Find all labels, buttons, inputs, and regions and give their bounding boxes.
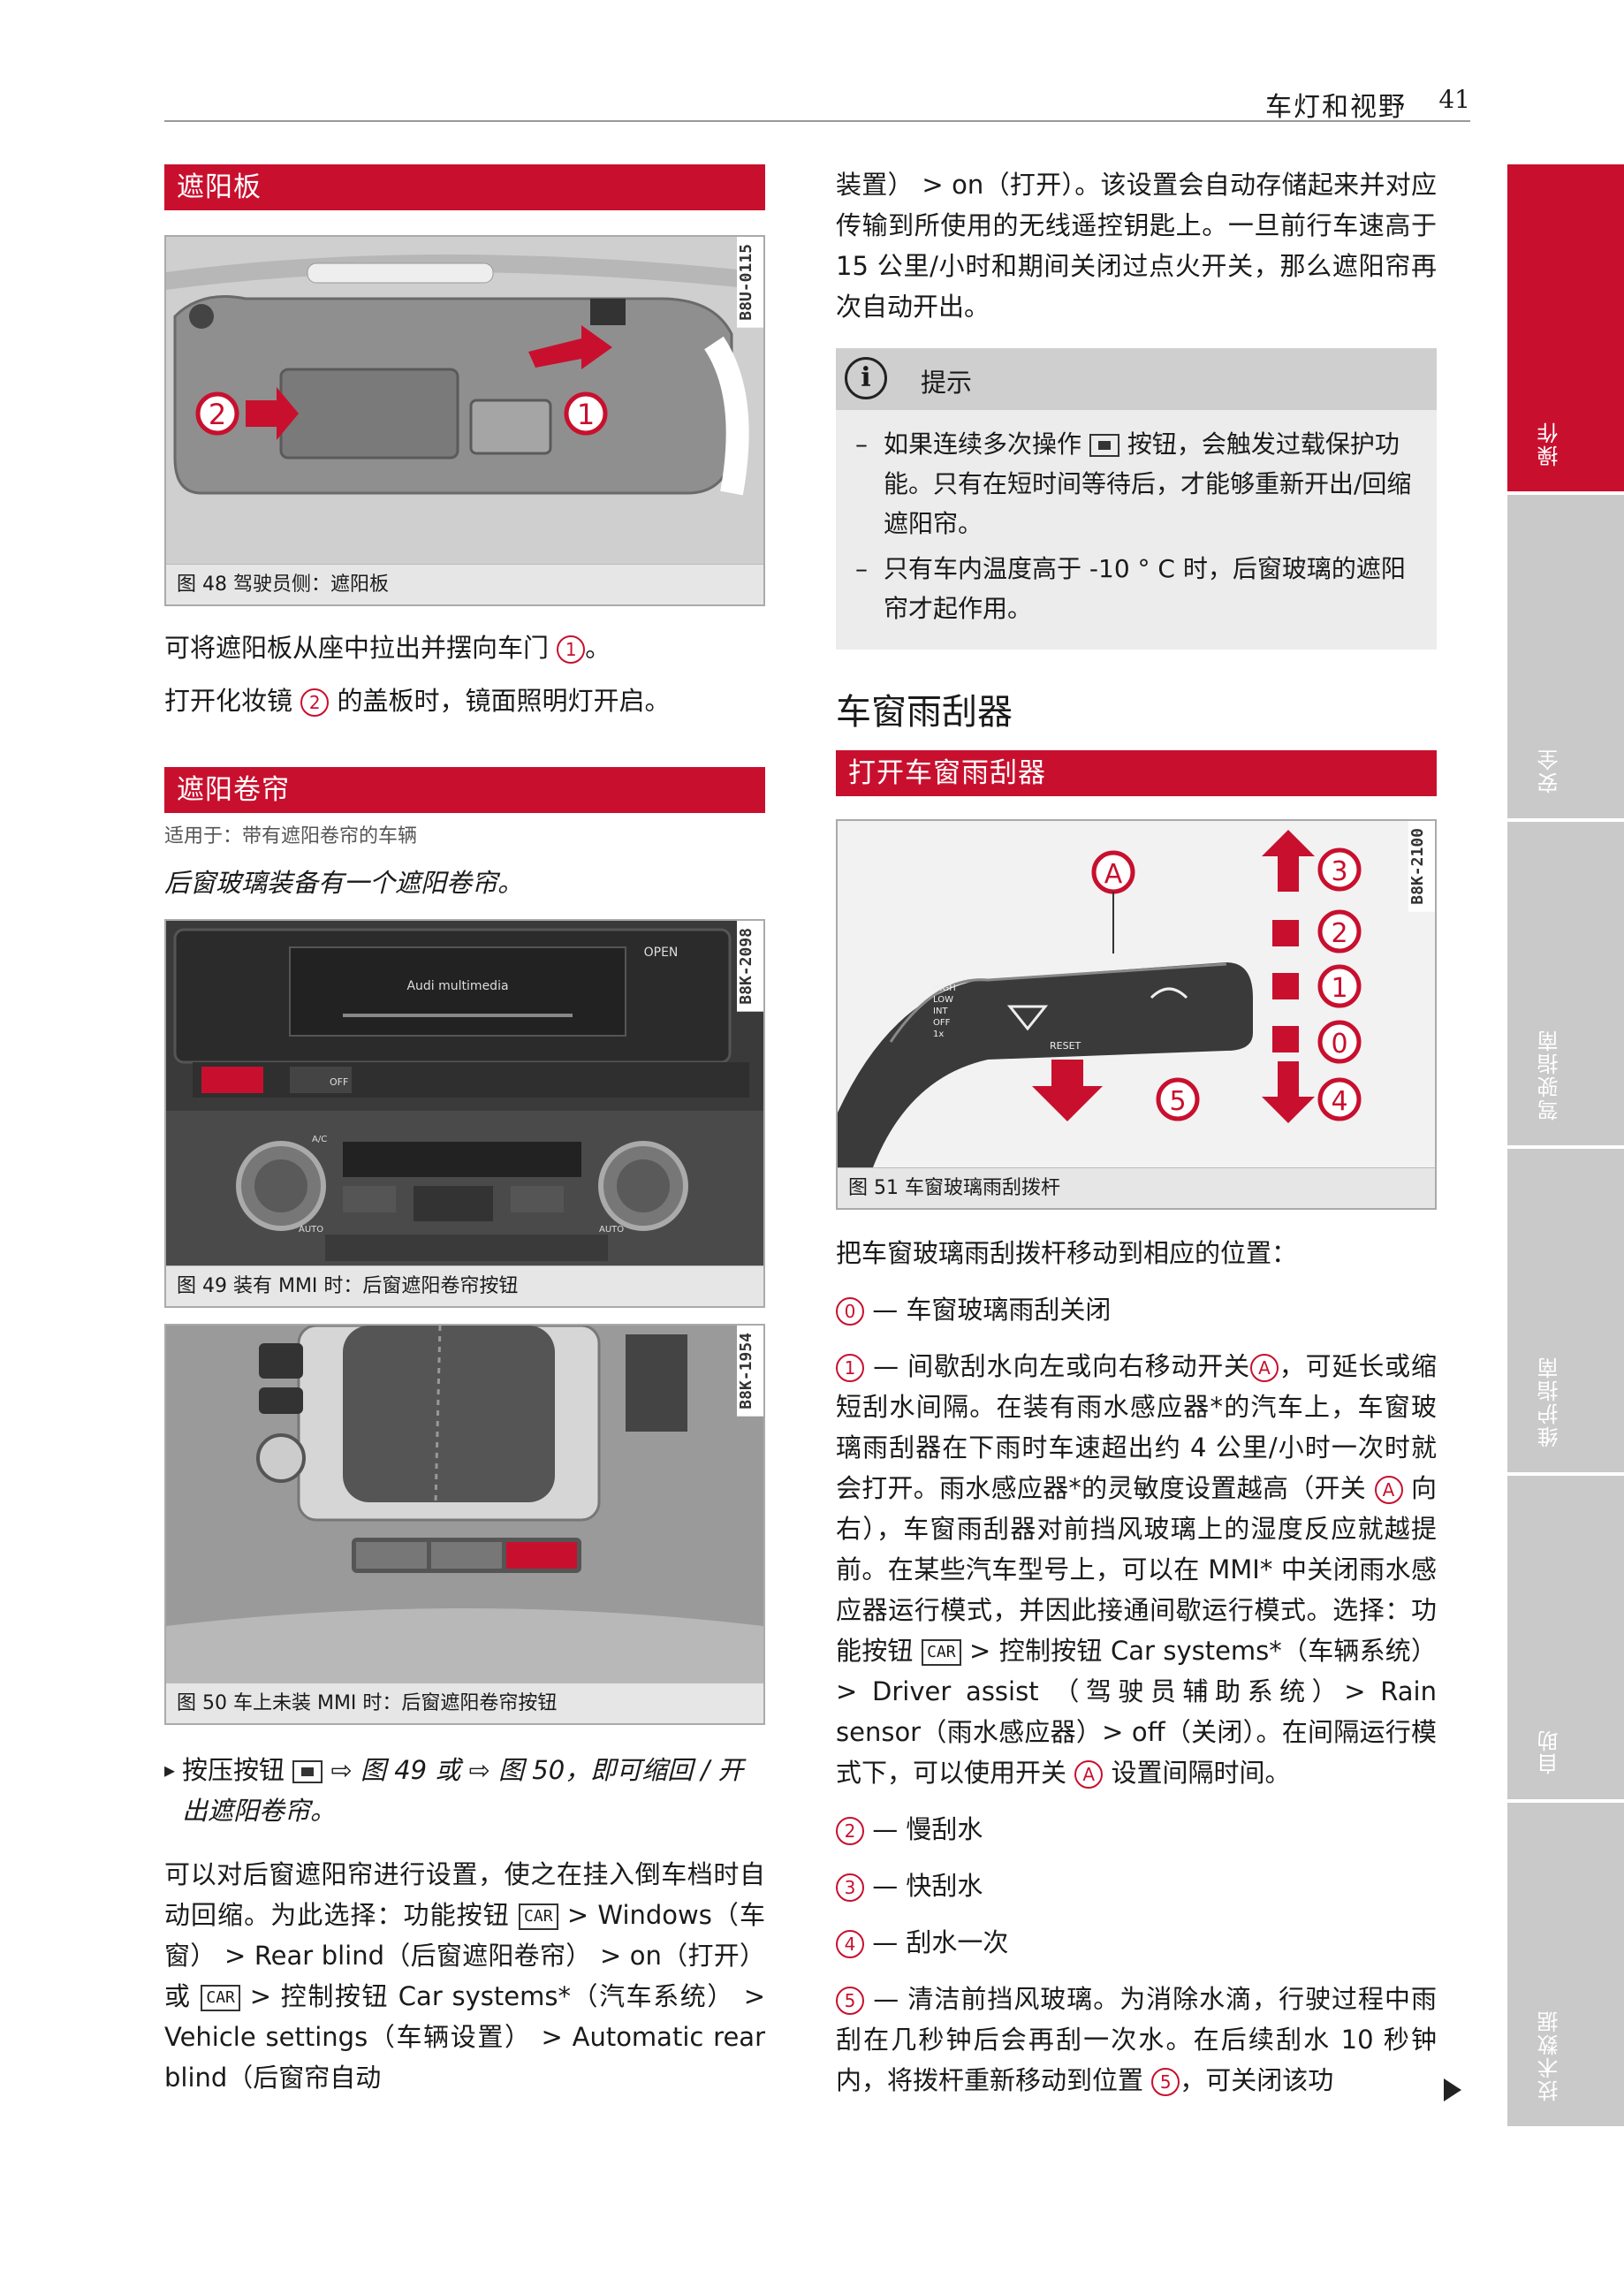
figure-48: 2 1 B8U-0115 图 48 驾驶员侧：遮阳板	[164, 235, 765, 606]
tab-technical-data[interactable]: 技术数据	[1507, 1803, 1624, 2126]
sun-visor-drawing: 2 1	[166, 237, 763, 564]
lead-text: 后窗玻璃装备有一个遮阳卷帘。	[164, 868, 524, 898]
circle-number: 2	[836, 1817, 864, 1845]
section-title-wiper: 车窗雨刮器	[836, 692, 1013, 733]
tab-self-help[interactable]: 自助	[1507, 1476, 1624, 1799]
sun-visor-text-1: 可将遮阳板从座中拉出并摆向车门 1。	[164, 633, 611, 664]
running-header: 车灯和视野 41	[164, 85, 1470, 123]
callout-3: 3	[1331, 856, 1347, 887]
wiper-item-0: 0 — 车窗玻璃雨刮关闭	[836, 1289, 1437, 1330]
circle-number: 2	[300, 688, 330, 717]
center-console-illustration: B8K-1954	[166, 1326, 763, 1683]
callout-0: 0	[1331, 1029, 1347, 1060]
circle-number: 5	[1151, 2068, 1180, 2096]
wiper-lever-drawing: HIGH LOW INT OFF 1x RESET A 3	[838, 821, 1435, 1167]
mmi-console-drawing: Audi multimedia OPEN OFF AUTO AUTO A/C	[166, 921, 763, 1265]
note-header: i 提示	[836, 348, 1437, 410]
label-open: OPEN	[644, 946, 679, 960]
applies-to: 适用于：带有遮阳卷帘的车辆	[164, 825, 418, 847]
label-int: INT	[933, 1007, 948, 1016]
step-press-button: ▸ 按压按钮 ⇨ 图 49 或 ⇨ 图 50，即可缩回 / 开出遮阳卷帘。	[164, 1750, 765, 1831]
label-off: OFF	[330, 1076, 348, 1088]
figure-50: B8K-1954 图 50 车上未装 MMI 时：后窗遮阳卷帘按钮	[164, 1324, 765, 1725]
callout-a: A	[1104, 859, 1123, 890]
wiper-item-4: 4 — 刮水一次	[836, 1922, 1437, 1963]
car-button-icon: CAR	[519, 1903, 558, 1930]
circle-number: 0	[836, 1297, 864, 1326]
figure-51: HIGH LOW INT OFF 1x RESET A 3	[836, 819, 1437, 1210]
section-heading-sun-blind: 遮阳卷帘	[164, 767, 765, 813]
info-icon: i	[845, 357, 887, 399]
sun-visor-text-2: 打开化妆镜 2 的盖板时，镜面照明灯开启。	[164, 686, 671, 717]
continue-arrow-icon	[1444, 2078, 1461, 2101]
page-number: 41	[1438, 85, 1470, 114]
sun-blind-settings-text: 可以对后窗遮阳帘进行设置，使之在挂入倒车档时自动回缩。为此选择：功能按钮 CAR…	[164, 1859, 766, 2093]
section-heading-wiper: 打开车窗雨刮器	[836, 750, 1437, 796]
label-auto-right: AUTO	[599, 1225, 624, 1235]
car-button-icon: CAR	[201, 1985, 240, 2011]
circle-number: 3	[836, 1873, 864, 1902]
label-off: OFF	[933, 1018, 951, 1028]
circle-letter: A	[1249, 1354, 1279, 1382]
tab-maintenance-guide[interactable]: 维护指南	[1507, 1149, 1624, 1472]
figure-code: B8K-2100	[1408, 821, 1435, 912]
tab-operation[interactable]: 操作	[1507, 164, 1624, 491]
step-arrow-icon: ▸	[164, 1758, 176, 1782]
callout-1: 1	[577, 398, 595, 431]
callout-1: 1	[1331, 973, 1347, 1004]
chapter-title: 车灯和视野	[1265, 92, 1407, 123]
callout-2: 2	[1331, 918, 1347, 949]
figure-caption: 图 51 车窗玻璃雨刮拨杆	[838, 1167, 1435, 1208]
center-console-drawing	[166, 1326, 763, 1683]
label-reset: RESET	[1050, 1040, 1081, 1052]
sun-blind-button-icon	[292, 1760, 323, 1783]
sun-blind-button-icon	[1089, 434, 1119, 457]
section-heading-sun-visor: 遮阳板	[164, 164, 765, 210]
callout-5: 5	[1169, 1086, 1186, 1117]
mmi-console-illustration: Audi multimedia OPEN OFF AUTO AUTO A/C	[166, 921, 763, 1265]
circle-letter: A	[1074, 1760, 1104, 1789]
circle-number: 5	[836, 1987, 864, 2015]
label-auto-left: AUTO	[299, 1225, 323, 1235]
tab-safety[interactable]: 安全	[1507, 495, 1624, 818]
circle-number: 4	[836, 1930, 864, 1958]
figure-caption: 图 48 驾驶员侧：遮阳板	[166, 564, 763, 604]
note-item: 只有车内温度高于 -10 ° C 时，后窗玻璃的遮阳帘才起作用。	[852, 549, 1421, 628]
callout-2: 2	[209, 398, 226, 431]
label-1x: 1x	[933, 1030, 944, 1039]
label-ac: A/C	[312, 1135, 327, 1144]
callout-4: 4	[1331, 1086, 1347, 1117]
note-list: 如果连续多次操作 按钮，会触发过载保护功能。只有在短时间等待后，才能够重新开出/…	[836, 410, 1437, 650]
car-button-icon: CAR	[922, 1639, 961, 1666]
figure-caption: 图 49 装有 MMI 时：后窗遮阳卷帘按钮	[166, 1265, 763, 1306]
figure-49: Audi multimedia OPEN OFF AUTO AUTO A/C	[164, 919, 765, 1308]
figure-code: B8U-0115	[737, 237, 763, 328]
tab-driving-guide[interactable]: 驾驶指南	[1507, 822, 1624, 1145]
label-high: HIGH	[933, 984, 956, 993]
figure-code: B8K-2098	[737, 921, 763, 1012]
sun-visor-illustration: 2 1 B8U-0115	[166, 237, 763, 564]
wiper-item-2: 2 — 慢刮水	[836, 1809, 1437, 1850]
circle-number: 1	[557, 635, 586, 664]
note-box: i 提示 如果连续多次操作 按钮，会触发过载保护功能。只有在短时间等待后，才能够…	[836, 348, 1437, 650]
note-label: 提示	[921, 368, 973, 398]
wiper-item-3: 3 — 快刮水	[836, 1865, 1437, 1906]
wiper-intro: 把车窗玻璃雨刮拨杆移动到相应的位置：	[836, 1238, 1298, 1268]
figure-code: B8K-1954	[737, 1326, 763, 1417]
circle-number: 1	[836, 1354, 864, 1382]
note-item: 如果连续多次操作 按钮，会触发过载保护功能。只有在短时间等待后，才能够重新开出/…	[852, 424, 1421, 543]
figure-caption: 图 50 车上未装 MMI 时：后窗遮阳卷帘按钮	[166, 1683, 763, 1723]
left-column: 遮阳板 2 1 B8U-0115 图 48 驾驶员侧：遮阳	[164, 164, 765, 2098]
wiper-lever-illustration: HIGH LOW INT OFF 1x RESET A 3	[838, 821, 1435, 1167]
wiper-item-5: 5 — 清洁前挡风玻璃。为消除水滴，行驶过程中雨刮在几秒钟后会再刮一次水。在后续…	[836, 1984, 1437, 2096]
label-audi-multimedia: Audi multimedia	[406, 979, 508, 993]
right-column: 装置） > on（打开）。该设置会自动存储起来并对应传输到所使用的无线遥控钥匙上…	[836, 164, 1437, 2101]
wiper-position-callouts: 3 2 1 0 4 5	[1156, 847, 1362, 1121]
label-low: LOW	[933, 995, 953, 1005]
continuation-text: 装置） > on（打开）。该设置会自动存储起来并对应传输到所使用的无线遥控钥匙上…	[836, 170, 1437, 322]
circle-letter: A	[1374, 1476, 1403, 1504]
